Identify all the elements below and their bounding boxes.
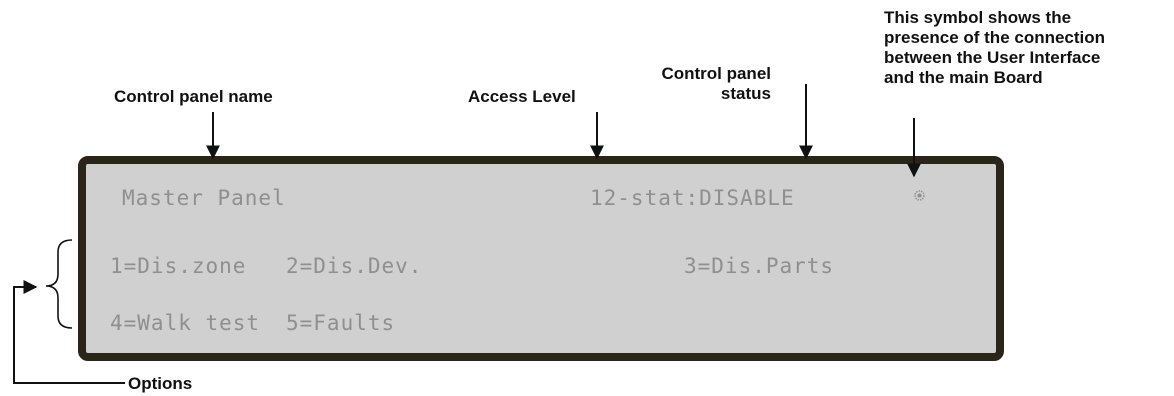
lcd-option-disable-zone[interactable]: 1=Dis.zone bbox=[110, 254, 247, 278]
lcd-option-faults[interactable]: 5=Faults bbox=[286, 311, 396, 335]
access-level-annotation: Access Level bbox=[468, 87, 576, 106]
options-brace bbox=[45, 239, 73, 329]
connection-dot-icon bbox=[914, 190, 925, 201]
panel-status-annotation-line1: Control panel bbox=[661, 64, 771, 83]
lcd-option-walk-test[interactable]: 4=Walk test bbox=[110, 311, 261, 335]
lcd-option-disable-device[interactable]: 2=Dis.Dev. bbox=[286, 254, 423, 278]
connection-symbol-annotation: This symbol shows the presence of the co… bbox=[884, 8, 1174, 88]
symbol-annotation-line2: presence of the connection bbox=[884, 28, 1106, 47]
lcd-option-disable-parts[interactable]: 3=Dis.Parts bbox=[684, 254, 835, 278]
lcd-panel-name: Master Panel bbox=[122, 186, 286, 210]
lcd-display: Master Panel 12-stat:DISABLE 1=Dis.zone … bbox=[78, 156, 1004, 361]
panel-name-annotation: Control panel name bbox=[114, 87, 273, 106]
symbol-annotation-line1: This symbol shows the bbox=[884, 8, 1072, 27]
panel-status-annotation: Control panel status bbox=[655, 64, 771, 104]
lcd-access-status: 12-stat:DISABLE bbox=[590, 186, 795, 210]
panel-status-annotation-line2: status bbox=[720, 84, 771, 103]
options-annotation: Options bbox=[128, 374, 193, 393]
symbol-annotation-line3: between the User Interface bbox=[884, 48, 1101, 67]
symbol-annotation-line4: and the main Board bbox=[884, 68, 1043, 87]
